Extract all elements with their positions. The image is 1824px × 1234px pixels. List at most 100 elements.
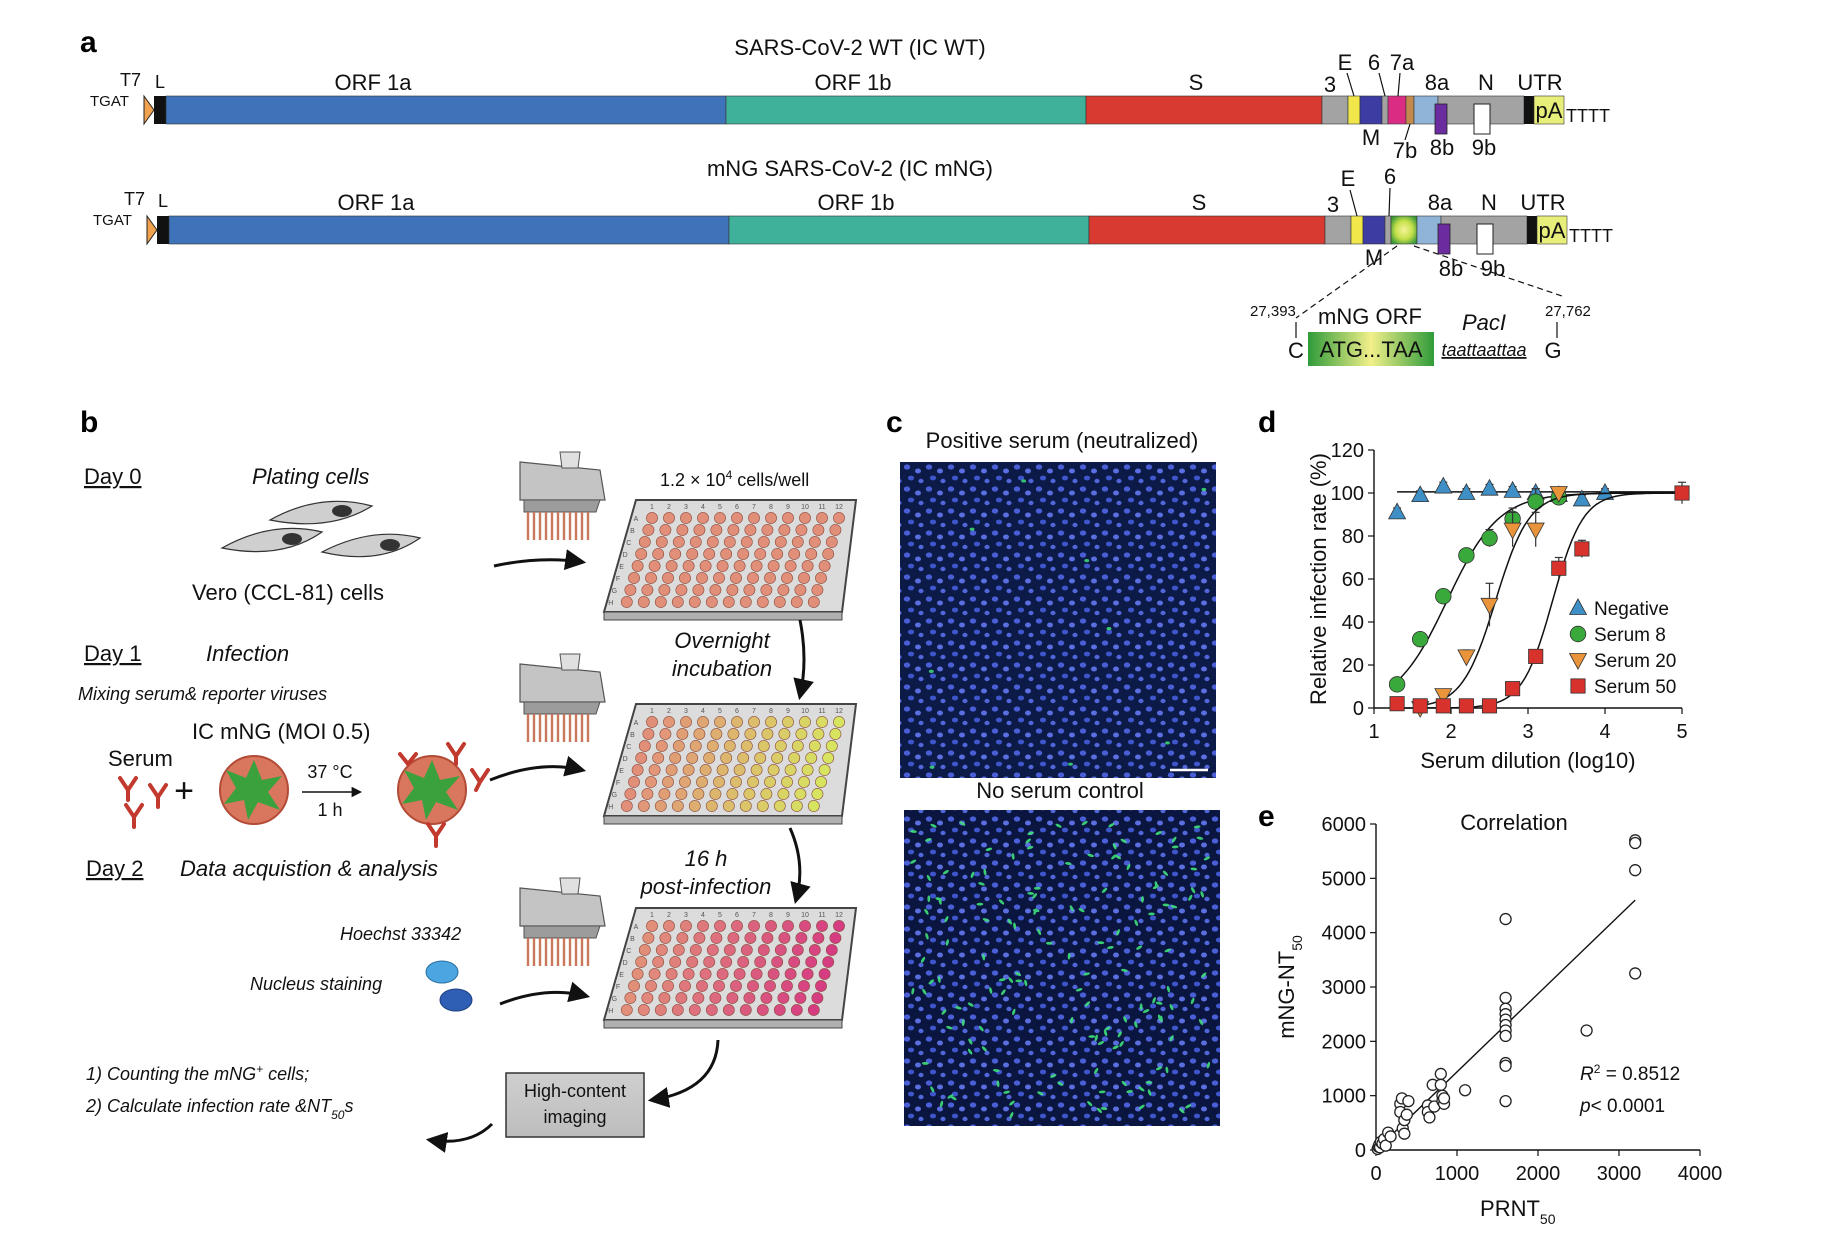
y-tick-label: 5000 bbox=[1322, 868, 1367, 890]
plate-well bbox=[645, 776, 657, 788]
arrow-plate3-to-imaging bbox=[647, 1039, 720, 1108]
green-cell bbox=[1169, 1003, 1174, 1011]
green-cell bbox=[925, 932, 929, 940]
plate-well bbox=[680, 512, 692, 524]
x-tick-label: 4000 bbox=[1678, 1163, 1723, 1185]
green-cell bbox=[1165, 741, 1170, 745]
hci-box bbox=[505, 1072, 645, 1138]
plate-column-label: 10 bbox=[801, 912, 809, 919]
panel-c-letter: c bbox=[886, 406, 903, 439]
green-cell bbox=[967, 1048, 973, 1055]
wt-m-block bbox=[1359, 95, 1383, 125]
plate-well bbox=[689, 536, 702, 548]
plate-well bbox=[790, 596, 803, 608]
green-cell bbox=[1119, 1040, 1124, 1047]
data-point bbox=[1629, 864, 1642, 877]
green-cell bbox=[1055, 823, 1062, 828]
plate-well bbox=[710, 728, 723, 740]
wt-orf7b-leader-line bbox=[1404, 123, 1411, 141]
plate-well bbox=[671, 596, 684, 608]
green-cell bbox=[1193, 825, 1201, 829]
plate-well bbox=[764, 980, 776, 992]
legend-label: Serum 20 bbox=[1594, 651, 1676, 672]
plate-well bbox=[726, 584, 739, 596]
data-point bbox=[1423, 1111, 1436, 1124]
green-cell bbox=[1045, 941, 1053, 945]
legend-marker bbox=[1568, 598, 1588, 615]
green-cell bbox=[1007, 918, 1013, 925]
mng-polya-block bbox=[1536, 215, 1568, 245]
data-point bbox=[1674, 485, 1690, 501]
mng-spike-block bbox=[1088, 215, 1326, 245]
plate-column-label: 8 bbox=[769, 912, 773, 919]
wt-leader-block bbox=[154, 96, 166, 124]
plate-row-label: C bbox=[626, 744, 631, 751]
plate-well bbox=[733, 968, 746, 980]
x-axis-title: PRNT50 bbox=[1480, 1196, 1556, 1227]
plate-well bbox=[757, 536, 770, 548]
wt-orf3-label: 3 bbox=[1324, 72, 1336, 97]
insert-dash-right bbox=[1413, 245, 1563, 297]
plate-well bbox=[815, 572, 827, 584]
plate-column-label: 5 bbox=[718, 504, 722, 511]
green-cell bbox=[1094, 1067, 1099, 1074]
green-cell bbox=[939, 1100, 944, 1108]
plate-well bbox=[790, 1004, 803, 1016]
plate-well bbox=[713, 776, 725, 788]
plate-column-label: 3 bbox=[684, 504, 688, 511]
green-cell bbox=[996, 1080, 1000, 1088]
x-tick-label: 1000 bbox=[1435, 1163, 1480, 1185]
wt-orf7b-label: 7b bbox=[1393, 138, 1417, 163]
mng-orf9b-block bbox=[1476, 223, 1494, 255]
green-cell bbox=[1166, 985, 1171, 993]
data-point bbox=[1503, 480, 1522, 498]
data-point bbox=[1574, 541, 1590, 557]
plate-well bbox=[760, 788, 773, 800]
plate-well bbox=[737, 752, 750, 764]
plate-well bbox=[628, 572, 640, 584]
wt-spike-label: S bbox=[1189, 70, 1204, 95]
mng-orf8b-block bbox=[1437, 223, 1451, 255]
plate-well bbox=[703, 752, 716, 764]
plate-well bbox=[754, 548, 767, 560]
y-tick-label: 60 bbox=[1342, 569, 1364, 591]
green-cell bbox=[1200, 891, 1204, 898]
green-cell bbox=[970, 871, 975, 879]
plate-column-label: 1 bbox=[650, 504, 654, 511]
plate-well bbox=[637, 800, 650, 812]
plate-column-label: 8 bbox=[769, 504, 773, 511]
data-point bbox=[1434, 1078, 1447, 1091]
plate-well bbox=[726, 992, 739, 1004]
green-cell bbox=[1170, 905, 1178, 909]
green-cell bbox=[910, 859, 917, 864]
wt-orf9b-label: 9b bbox=[1472, 135, 1496, 160]
green-cell bbox=[1198, 1019, 1204, 1026]
plate-well bbox=[675, 584, 688, 596]
plate-well bbox=[654, 800, 667, 812]
plate-well bbox=[807, 800, 820, 812]
plate-well bbox=[822, 752, 835, 764]
plate-well bbox=[655, 944, 668, 956]
y-tick-label: 100 bbox=[1331, 483, 1364, 505]
plate-well bbox=[739, 1004, 752, 1016]
green-cell bbox=[944, 916, 949, 923]
plate-well bbox=[765, 920, 777, 932]
plate-well bbox=[706, 740, 719, 752]
insert-dash-left bbox=[1295, 245, 1398, 319]
plate-well bbox=[795, 728, 808, 740]
wt-orf1b-label: ORF 1b bbox=[814, 70, 891, 95]
plate-row-label: D bbox=[623, 756, 628, 763]
green-cell bbox=[1068, 762, 1073, 766]
green-cell bbox=[1190, 997, 1195, 1005]
day1-label: Day 1 bbox=[84, 641, 141, 666]
plate-well bbox=[791, 740, 804, 752]
x-tick-label: 3 bbox=[1522, 721, 1533, 743]
green-cell bbox=[950, 1095, 957, 1101]
plate-well bbox=[773, 800, 786, 812]
y-tick-label: 4000 bbox=[1322, 923, 1367, 945]
plate-well bbox=[709, 584, 722, 596]
green-cell bbox=[992, 1069, 1000, 1072]
data-point bbox=[1389, 696, 1405, 712]
wt-orf7a-block bbox=[1387, 95, 1407, 125]
